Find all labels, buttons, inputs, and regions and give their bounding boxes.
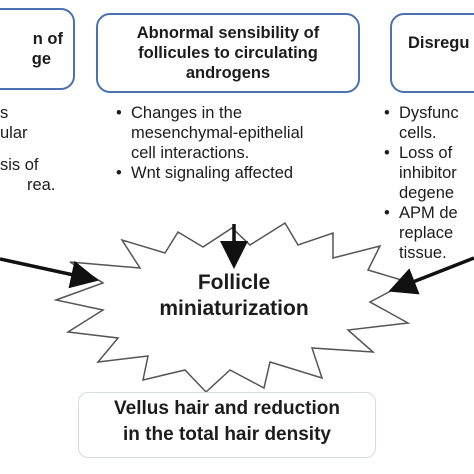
outcome-box: Vellus hair and reduction in the total h… xyxy=(78,392,376,458)
arrow-right-to-center xyxy=(388,256,474,295)
center-detail-item-2-line1: Wnt signaling affected xyxy=(131,164,294,182)
bullet-icon: • xyxy=(384,104,390,122)
right-cause-line1: Disregu xyxy=(408,34,470,52)
right-cause-line2: p xyxy=(408,53,474,73)
right-detail-item-2-line1: Loss of xyxy=(399,144,453,162)
right-detail-item-2-line2: inhibitor xyxy=(399,164,457,182)
left-detail-line1: s xyxy=(0,104,9,122)
left-cause-line1: n of xyxy=(32,30,63,48)
left-detail-line4: rea. xyxy=(27,176,56,194)
left-detail-line2: ular xyxy=(0,124,28,142)
left-detail-list: s ular sis of rea. xyxy=(0,103,75,195)
bullet-icon: • xyxy=(116,104,122,122)
right-detail-item-3-line3: tissue. xyxy=(399,244,447,262)
arrow-left-to-center xyxy=(0,257,99,289)
right-detail-item-1-line1: Dysfunc xyxy=(399,104,459,122)
center-cause-box: Abnormal sensibility of follicules to ci… xyxy=(96,13,360,93)
right-detail-item-2-line3: degene xyxy=(399,184,455,202)
right-detail-item-3: • APM de xyxy=(384,203,459,223)
center-cause-line1: Abnormal sensibility of xyxy=(136,24,320,42)
outcome-line2: in the total hair density xyxy=(123,424,331,445)
bullet-icon: • xyxy=(116,164,122,182)
starburst-shape xyxy=(53,221,411,394)
right-detail-item-1-line2: cells. xyxy=(399,124,437,142)
center-node-line1: Follicle xyxy=(197,271,271,294)
center-cause-line3: androgens xyxy=(185,64,271,82)
right-detail-item-3-line2: replace xyxy=(399,224,454,242)
center-detail-item-1-line3: cell interactions. xyxy=(131,144,250,162)
center-node-line2: miniaturization xyxy=(159,297,309,320)
bullet-icon: • xyxy=(384,204,390,222)
follicle-miniaturization-node: Follicle miniaturization xyxy=(134,270,334,322)
center-detail-item-2: • Wnt signaling affected xyxy=(116,163,303,183)
right-detail-item-2: • Loss of xyxy=(384,143,459,163)
center-detail-item-1-line2: mesenchymal-epithelial xyxy=(131,124,304,142)
center-detail-item-1-line1: Changes in the xyxy=(131,104,242,122)
left-cause-box: n of ge xyxy=(0,8,75,90)
right-cause-box: Disregu p xyxy=(390,13,474,93)
right-detail-list: • Dysfunc cells. • Loss of inhibitor degen… xyxy=(384,103,459,263)
right-detail-item-1: • Dysfunc xyxy=(384,103,459,123)
left-cause-line2: ge xyxy=(31,50,51,68)
outcome-line1: Vellus hair and reduction xyxy=(114,398,340,419)
right-detail-item-3-line1: APM de xyxy=(399,204,458,222)
center-cause-line2: follicules to circulating xyxy=(138,44,318,62)
center-detail-item-1: • Changes in the xyxy=(116,103,303,123)
left-detail-line3: sis of xyxy=(0,156,39,174)
bullet-icon: • xyxy=(384,144,390,162)
center-detail-list: • Changes in the mesenchymal-epithelial c… xyxy=(116,103,303,183)
